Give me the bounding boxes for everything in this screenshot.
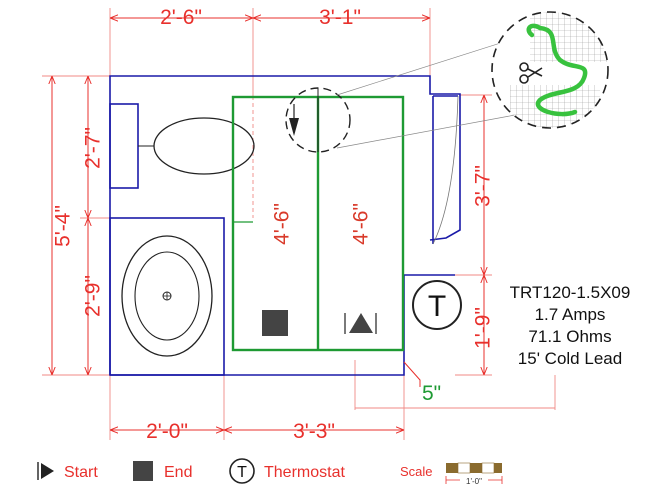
dim-left-overall: 5'-4"	[52, 205, 75, 247]
zone-left-length: 4'-6"	[271, 203, 294, 245]
svg-text:Thermostat: Thermostat	[264, 464, 345, 481]
spec-model: TRT120-1.5X09	[510, 283, 631, 302]
heater-spec: TRT120-1.5X09 1.7 Amps 71.1 Ohms 15' Col…	[510, 283, 631, 368]
thermostat-icon	[229, 458, 255, 484]
legend-thermostat: T Thermostat	[229, 458, 345, 484]
end-marker	[262, 310, 288, 336]
scissors-icon	[519, 62, 543, 84]
detail-callout	[285, 39, 516, 153]
start-marker	[344, 313, 377, 334]
svg-text:T: T	[237, 464, 247, 481]
dim-bottom-right: 3'-3"	[293, 420, 335, 443]
dim-left-lower: 2'-9"	[82, 275, 105, 317]
start-icon	[41, 463, 54, 479]
dim-right-upper: 3'-7"	[472, 165, 495, 207]
spec-ohms: 71.1 Ohms	[528, 327, 611, 346]
svg-text:Scale: Scale	[400, 464, 433, 479]
thermostat-symbol: T	[412, 280, 462, 330]
legend-end: End	[133, 461, 192, 481]
svg-text:T: T	[428, 290, 446, 323]
dim-top-right: 3'-1"	[319, 6, 361, 29]
dim-top-left: 2'-6"	[160, 6, 202, 29]
spec-lead: 15' Cold Lead	[518, 349, 622, 368]
spec-amps: 1.7 Amps	[535, 305, 606, 324]
room-walls	[109, 75, 461, 376]
zone-right-length: 4'-6"	[350, 203, 373, 245]
legend-scale: Scale 1'-0"	[400, 462, 503, 486]
legend-start: Start	[37, 462, 98, 481]
toilet-tank	[109, 103, 139, 189]
end-icon	[133, 461, 153, 481]
toilet-bowl	[153, 117, 255, 175]
dim-right-lower: 1'-9"	[472, 307, 495, 349]
offset-dimension: 5"	[422, 382, 441, 405]
offset-leader	[403, 361, 421, 387]
vanity-cabinet	[109, 217, 225, 376]
sink	[121, 235, 213, 357]
svg-text:End: End	[164, 464, 192, 481]
door-swing	[432, 95, 459, 245]
svg-text:Start: Start	[64, 464, 98, 481]
dimension-arrows	[52, 18, 484, 430]
dim-bottom-left: 2'-0"	[146, 420, 188, 443]
mesh-detail	[491, 11, 609, 129]
legend: Start End T Thermostat Scale 1'-0"	[37, 458, 503, 486]
dim-left-upper: 2'-7"	[82, 127, 105, 169]
svg-text:1'-0": 1'-0"	[466, 477, 482, 486]
